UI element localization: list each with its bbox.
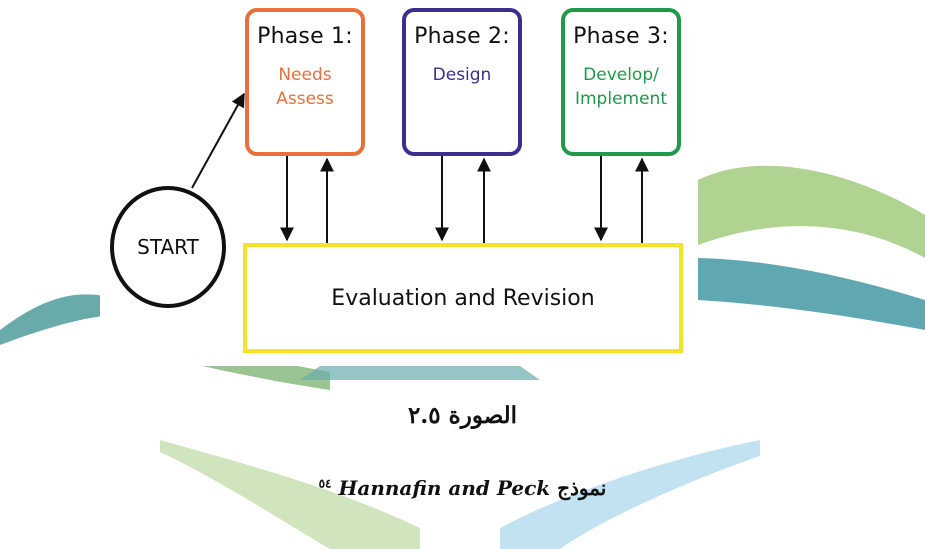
evaluation-revision-box: Evaluation and Revision: [243, 243, 683, 353]
phase-1-subtitle: Needs Assess: [276, 65, 334, 109]
model-prefix: نموذج: [557, 476, 607, 500]
watermark-center-top: [300, 366, 540, 380]
phase-2-box: Phase 2: Design: [402, 8, 522, 156]
footnote-marker: ٥٤: [318, 476, 332, 491]
phase-2-subtitle: Design: [432, 65, 492, 85]
watermark-left-arc: [0, 294, 105, 345]
figure-label: الصورة ٢.٥: [407, 402, 518, 429]
start-circle: START: [110, 186, 226, 308]
phase-1-title: Phase 1:: [257, 24, 353, 49]
phase-1-box: Phase 1: Needs Assess: [245, 8, 365, 156]
phase-3-subtitle: Develop/ Implement: [574, 65, 667, 109]
phase-3-box: Phase 3: Develop/ Implement: [561, 8, 681, 156]
phase-3-title: Phase 3:: [573, 24, 669, 49]
model-caption: نموذج Hannafin and Peck ٥٤: [0, 476, 925, 500]
watermark-bottom-right: [500, 440, 760, 549]
phase-2-title: Phase 2:: [414, 24, 510, 49]
start-label: START: [137, 235, 199, 259]
model-name: Hannafin and Peck: [338, 476, 551, 500]
watermark-bottom-left: [160, 440, 420, 549]
evaluation-revision-label: Evaluation and Revision: [331, 285, 595, 311]
watermark-right-band: [698, 258, 925, 330]
watermark-right-arc: [698, 165, 925, 258]
